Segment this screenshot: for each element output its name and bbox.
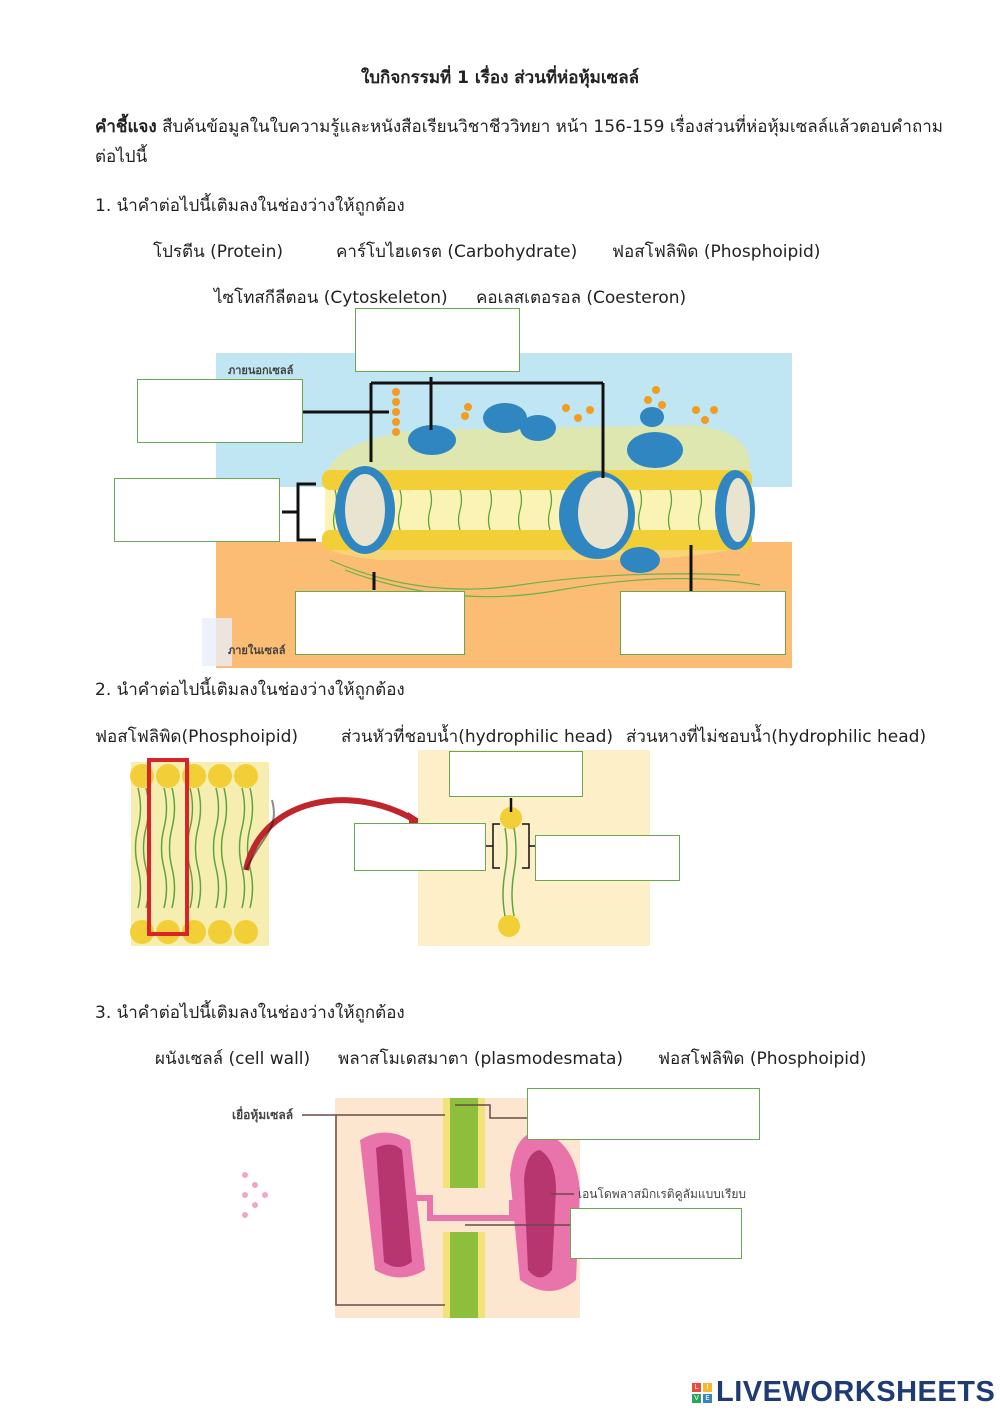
q2-word-tail: ส่วนหางที่ไม่ชอบน้ำ(hydrophilic head) <box>626 727 927 747</box>
q3-prompt: 3. นำคำต่อไปนี้เติมลงในช่องว่างให้ถูกต้อ… <box>95 1003 405 1023</box>
q3-answer-top[interactable] <box>527 1088 760 1140</box>
q1-word-cytoskeleton: ไซโทสกีลีตอน (Cytoskeleton) <box>214 288 448 308</box>
outside-cell-label: ภายนอกเซลล์ <box>228 364 294 377</box>
q3-word-phospholipid: ฟอสโฟลิพิด (Phosphoipid) <box>658 1049 867 1069</box>
plasmodesmata-diagram: เยื่อหุ้มเซลล์ เอนโดพลาสมิกเรติคูลัมแบบเ… <box>232 1098 746 1318</box>
q3-answer-middle[interactable] <box>570 1208 742 1259</box>
q2-answer-phospholipid[interactable] <box>354 823 486 871</box>
q2-word-phospholipid: ฟอสโฟลิพิด(Phosphoipid) <box>95 727 298 747</box>
q3-word-plasmodesmata: พลาสโมเดสมาตา (plasmodesmata) <box>338 1049 624 1069</box>
q1-answer-cytoskeleton[interactable] <box>295 591 465 655</box>
logo-text: LIVEWORKSHEETS <box>716 1376 996 1408</box>
q1-prompt: 1. นำคำต่อไปนี้เติมลงในช่องว่างให้ถูกต้อ… <box>95 196 405 216</box>
page-title: ใบกิจกรรมที่ 1 เรื่อง ส่วนที่ห่อหุ้มเซลล… <box>360 68 640 88</box>
er-label: เอนโดพลาสมิกเรติคูลัมแบบเรียบ <box>578 1187 746 1202</box>
q1-answer-phospholipid[interactable] <box>114 478 280 542</box>
inside-cell-label: ภายในเซลล์ <box>228 643 286 657</box>
logo-mark-icon: L I V E <box>692 1382 712 1403</box>
instruction-line-1: คำชี้แจง สืบค้นข้อมูลในใบความรู้และหนังส… <box>95 113 943 140</box>
q3-word-cell-wall: ผนังเซลล์ (cell wall) <box>155 1049 311 1069</box>
q1-word-phospholipid: ฟอสโฟลิพิด (Phosphoipid) <box>612 242 821 262</box>
q1-answer-protein[interactable] <box>620 591 786 655</box>
q2-answer-head[interactable] <box>449 751 583 797</box>
q2-prompt: 2. นำคำต่อไปนี้เติมลงในช่องว่างให้ถูกต้อ… <box>95 680 405 700</box>
q1-word-cholesterol: คอเลสเตอรอล (Coesteron) <box>476 288 687 308</box>
instruction-line-2: ต่อไปนี้ <box>95 147 148 167</box>
q2-answer-tail[interactable] <box>535 835 680 881</box>
q1-answer-cholesterol[interactable] <box>137 379 303 443</box>
q1-answer-carbohydrate[interactable] <box>355 308 520 372</box>
q2-word-head: ส่วนหัวที่ชอบน้ำ(hydrophilic head) <box>341 727 614 747</box>
q1-word-carbohydrate: คาร์โบไฮเดรต (Carbohydrate) <box>336 242 578 262</box>
membrane-label: เยื่อหุ้มเซลล์ <box>232 1106 293 1123</box>
instruction-text: สืบค้นข้อมูลในใบความรู้และหนังสือเรียนวิ… <box>162 117 943 137</box>
instruction-label: คำชี้แจง <box>95 117 157 137</box>
liveworksheets-logo: L I V E LIVEWORKSHEETS <box>692 1376 995 1409</box>
q1-word-protein: โปรตีน (Protein) <box>153 242 283 262</box>
